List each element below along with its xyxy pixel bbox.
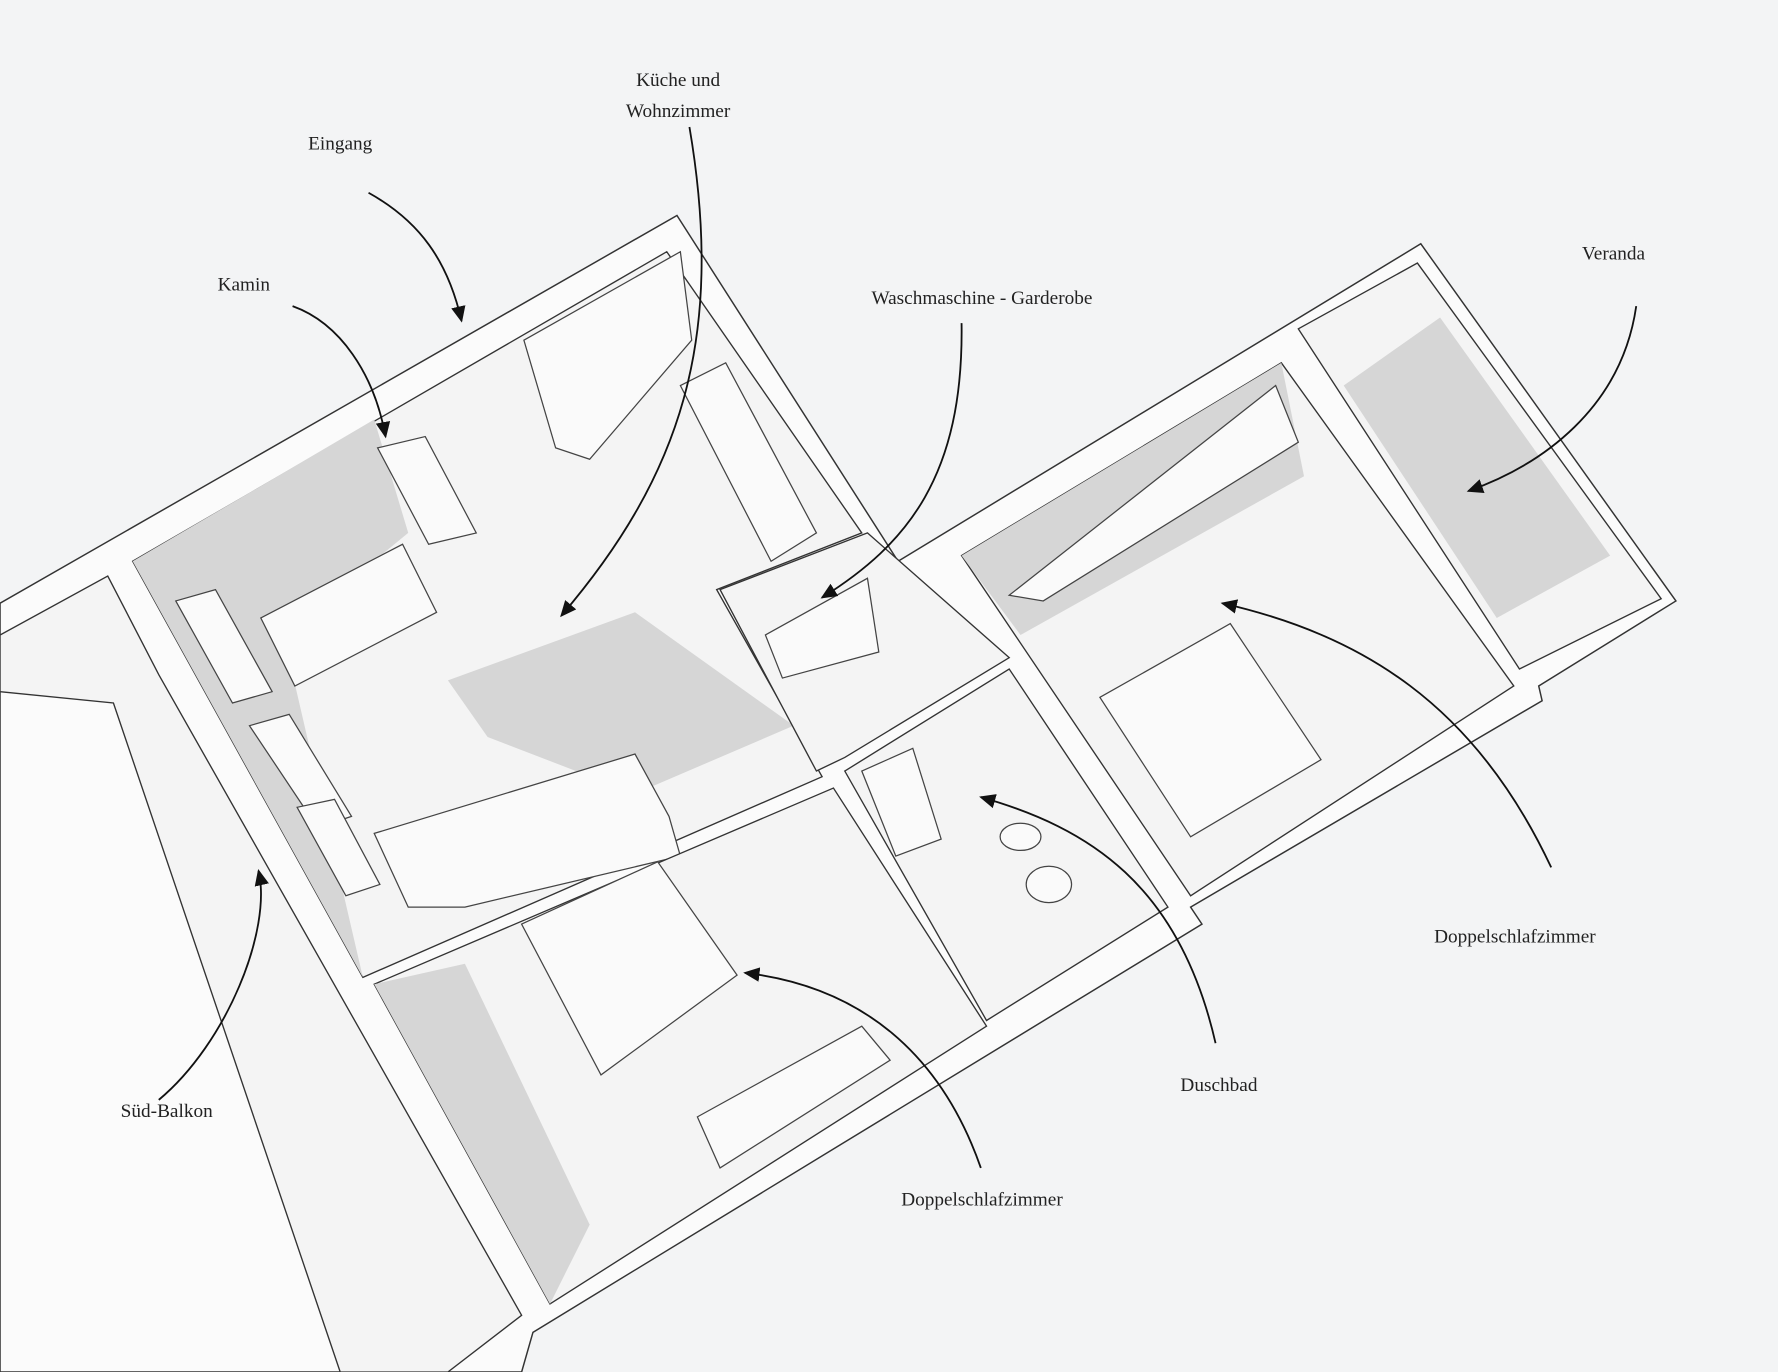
arrow-bathroom xyxy=(979,794,1217,1044)
arrow-balcony xyxy=(158,869,269,1101)
balcony-door xyxy=(174,588,274,704)
room-bedroom-bottom xyxy=(373,787,988,1305)
labels: Eingang Küche und Wohnzimmer Kamin Wasch… xyxy=(121,70,1646,1210)
south-balcony-area xyxy=(0,575,523,1372)
balcony-window-2 xyxy=(296,798,381,897)
room-bathroom xyxy=(843,668,1169,1022)
arrow-kitchen-living xyxy=(560,126,703,618)
room-kitchen-living xyxy=(131,250,863,979)
sink xyxy=(999,822,1042,852)
arrow-fireplace xyxy=(292,305,391,439)
arrow-bedroom-right xyxy=(1220,599,1553,868)
kitchen-island xyxy=(679,362,818,563)
room-hall-laundry xyxy=(719,532,1011,772)
balcony-window xyxy=(248,713,353,829)
dining-table xyxy=(259,543,438,687)
toilet xyxy=(1025,865,1073,904)
arrow-entrance xyxy=(368,191,466,323)
wardrobe xyxy=(696,1025,892,1169)
label-kitchen-living-line2: Wohnzimmer xyxy=(626,101,731,122)
room-veranda xyxy=(1297,262,1663,670)
label-laundry-wardrobe: Waschmaschine - Garderobe xyxy=(871,288,1092,309)
bed xyxy=(520,860,738,1076)
annotation-arrows xyxy=(158,126,1638,1169)
label-south-balcony: Süd-Balkon xyxy=(121,1101,213,1122)
label-double-bedroom-bottom: Doppelschlafzimmer xyxy=(901,1189,1063,1210)
fireplace-block xyxy=(376,435,478,545)
label-entrance: Eingang xyxy=(308,134,373,155)
wardrobe-right xyxy=(1007,384,1300,602)
bed-right xyxy=(1099,622,1322,838)
arrow-bedroom-bottom xyxy=(743,967,982,1169)
arrow-laundry xyxy=(820,323,963,599)
label-shower-bath: Duschbad xyxy=(1180,1075,1257,1096)
kitchen-counter xyxy=(523,250,693,460)
arrow-veranda xyxy=(1466,306,1638,493)
label-kitchen-living-line1: Küche und xyxy=(636,70,720,91)
room-bedroom-right xyxy=(960,361,1515,897)
label-veranda: Veranda xyxy=(1582,244,1646,265)
label-fireplace: Kamin xyxy=(218,274,271,295)
shower xyxy=(860,747,942,857)
label-double-bedroom-right: Doppelschlafzimmer xyxy=(1434,926,1596,947)
